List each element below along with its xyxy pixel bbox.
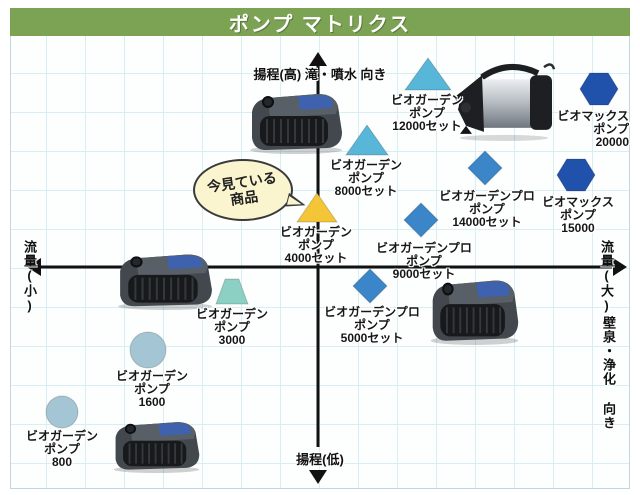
current-product-callout-text: 今見ている 商品 (206, 169, 278, 208)
chart-grid-area (10, 8, 630, 489)
page-title: ポンプ マトリクス (228, 13, 412, 36)
page-title-bar: ポンプ マトリクス (10, 8, 630, 36)
current-product-callout: 今見ている 商品 (193, 159, 308, 221)
